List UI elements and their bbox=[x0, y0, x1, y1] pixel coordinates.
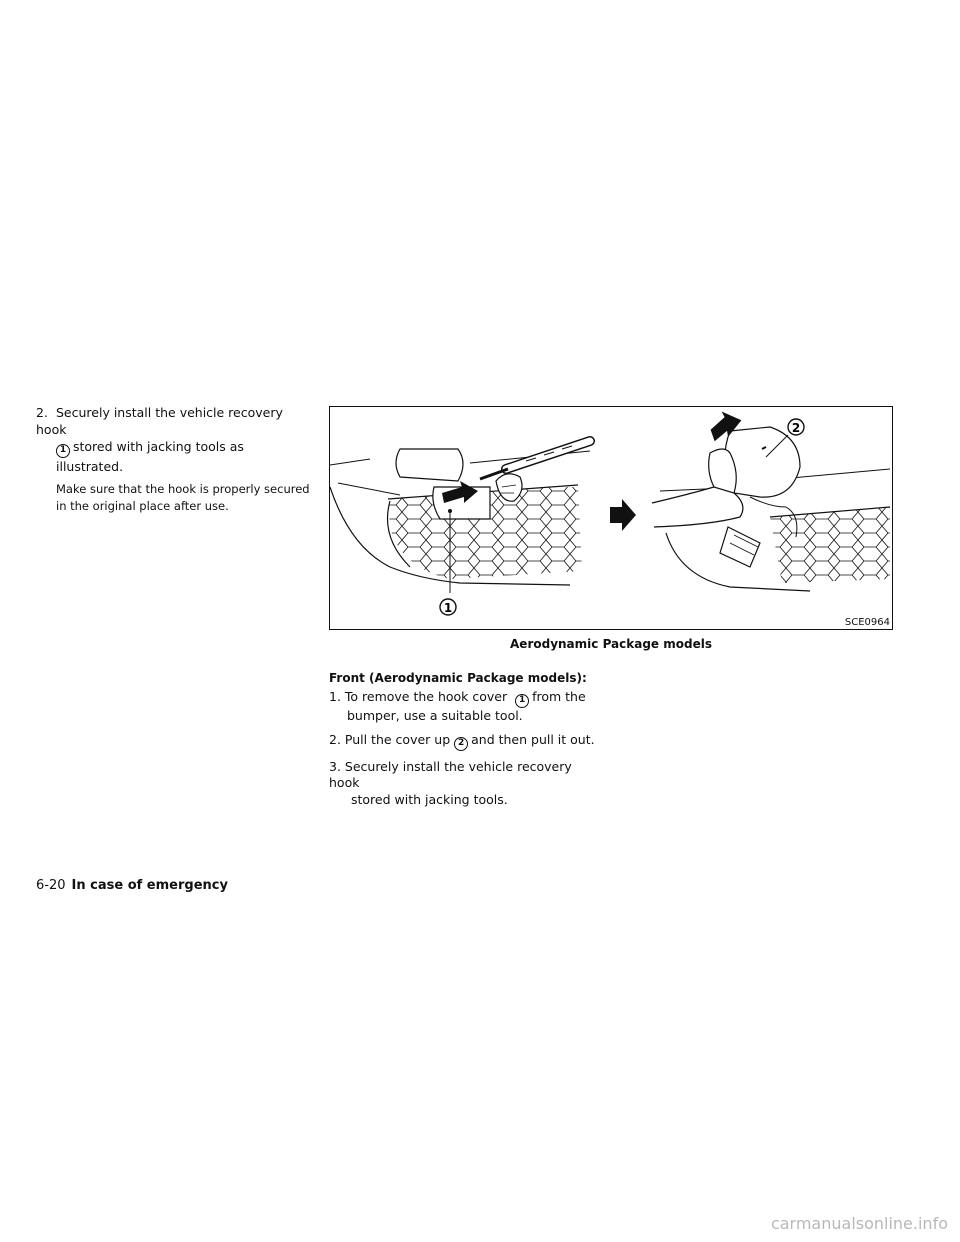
hook-cover-removal-illustration: 1 2 bbox=[330, 411, 891, 616]
page-number: 6-20 bbox=[36, 878, 66, 893]
step-text: Securely install the vehicle recovery ho… bbox=[36, 405, 283, 437]
callout-2-label: 2 bbox=[792, 421, 800, 435]
step-2: 2.Securely install the vehicle recovery … bbox=[36, 404, 310, 475]
figure-code: SCE0964 bbox=[844, 617, 890, 628]
step-3: 3. Securely install the vehicle recovery… bbox=[329, 758, 572, 807]
step-number: 2. bbox=[36, 405, 48, 420]
figure-caption: Aerodynamic Package models bbox=[510, 637, 712, 651]
left-column: 2.Securely install the vehicle recovery … bbox=[36, 404, 310, 515]
callout-1-icon: 1 bbox=[515, 693, 530, 708]
note-line-2: in the original place after use. bbox=[56, 498, 229, 513]
section-title: In case of emergency bbox=[71, 878, 228, 893]
callout-2-icon: 2 bbox=[454, 736, 469, 751]
left-panel: 1 bbox=[330, 436, 595, 616]
callout-1-label: 1 bbox=[444, 601, 452, 615]
right-panel: 2 bbox=[651, 411, 891, 592]
callout-1-icon: 1 bbox=[56, 443, 70, 458]
note-line-1: Make sure that the hook is properly secu… bbox=[56, 481, 310, 496]
illustration: 1 2 SCE0964 bbox=[329, 406, 893, 630]
page-footer: 6-20 In case of emergency bbox=[36, 878, 228, 893]
section-heading: Front (Aerodynamic Package models): bbox=[329, 671, 587, 685]
note: Make sure that the hook is properly secu… bbox=[56, 481, 310, 515]
watermark[interactable]: carmanualsonline.info bbox=[770, 1214, 948, 1233]
right-column: Front (Aerodynamic Package models): 1. T… bbox=[329, 670, 603, 816]
right-arrow-icon bbox=[610, 499, 636, 531]
